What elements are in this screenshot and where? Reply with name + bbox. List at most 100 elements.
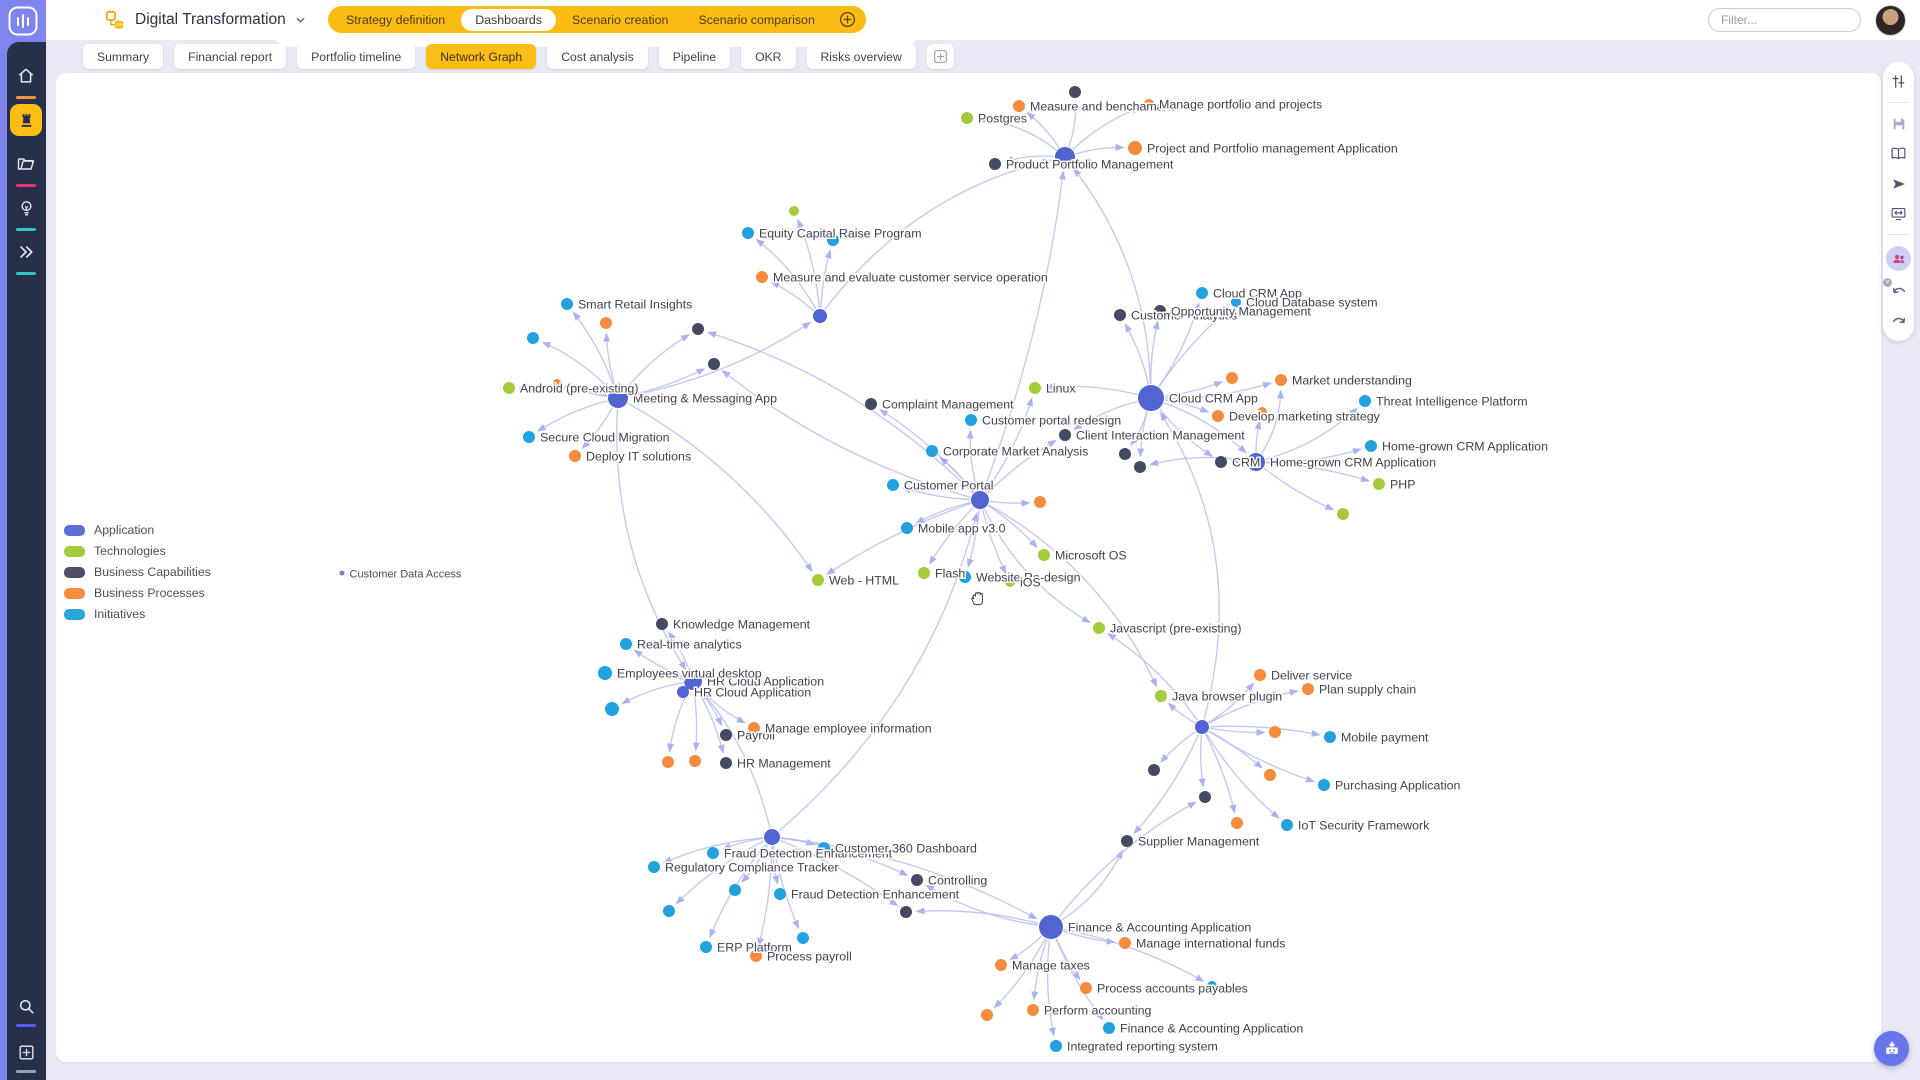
tab-strategy-definition[interactable]: Strategy definition xyxy=(346,12,446,27)
graph-node-eq_hub[interactable] xyxy=(813,309,827,323)
graph-node-ppm_d1[interactable] xyxy=(1069,86,1081,98)
tab-pipeline[interactable]: Pipeline xyxy=(658,44,731,69)
graph-node-hr_o1[interactable] xyxy=(662,756,674,768)
share-button[interactable] xyxy=(1889,174,1908,193)
graph-node-supm[interactable] xyxy=(1121,835,1133,847)
graph-node-hg_g[interactable] xyxy=(1337,508,1349,520)
graph-node-hr_c[interactable] xyxy=(605,702,619,716)
graph-node-psc[interactable] xyxy=(1302,683,1314,695)
graph-node-omgmt[interactable] xyxy=(1154,305,1166,317)
graph-node-dit[interactable] xyxy=(569,450,581,462)
graph-node-iot[interactable] xyxy=(1281,819,1293,831)
graph-node-linux[interactable] xyxy=(1029,382,1041,394)
undo-history-badge[interactable]: ˅ xyxy=(1883,278,1892,287)
graph-node-cma[interactable] xyxy=(926,445,938,457)
graph-node-ccd2[interactable] xyxy=(1134,461,1146,473)
graph-node-jbp[interactable] xyxy=(1155,690,1167,702)
graph-node-fin_o[interactable] xyxy=(981,1009,993,1021)
collaborators-button[interactable] xyxy=(1886,246,1911,271)
user-avatar[interactable] xyxy=(1875,4,1906,36)
graph-node-rct[interactable] xyxy=(648,861,660,873)
graph-node-ctrl[interactable] xyxy=(911,874,923,886)
tab-dashboards[interactable]: Dashboards xyxy=(461,8,556,31)
graph-node-f_c1[interactable] xyxy=(729,884,741,896)
sidebar-item-ideas[interactable] xyxy=(10,192,42,224)
graph-node-web[interactable] xyxy=(812,574,824,586)
tab-cost-analysis[interactable]: Cost analysis xyxy=(547,44,648,69)
tab-network-graph[interactable]: Network Graph xyxy=(426,44,537,69)
graph-node-m_c[interactable] xyxy=(527,332,539,344)
graph-node-cdb[interactable] xyxy=(1231,297,1241,307)
app-logo[interactable] xyxy=(0,0,46,42)
tab-scenario-creation[interactable]: Scenario creation xyxy=(572,12,669,27)
tab-scenario-comparison[interactable]: Scenario comparison xyxy=(698,12,815,27)
graph-node-andr[interactable] xyxy=(503,382,515,394)
assistant-chat-button[interactable] xyxy=(1874,1031,1909,1066)
graph-node-fde2[interactable] xyxy=(774,888,786,900)
graph-node-evd[interactable] xyxy=(598,666,612,680)
graph-node-ds[interactable] xyxy=(1254,669,1266,681)
graph-node-mif[interactable] xyxy=(1119,937,1131,949)
graph-node-scm[interactable] xyxy=(523,431,535,443)
graph-node-c360[interactable] xyxy=(818,842,830,854)
graph-node-hg_init[interactable] xyxy=(1365,440,1377,452)
graph-node-m_d1[interactable] xyxy=(692,323,704,335)
save-button[interactable] xyxy=(1889,114,1908,133)
graph-node-erppl[interactable] xyxy=(700,941,712,953)
graph-node-eq_c[interactable] xyxy=(827,234,839,246)
graph-node-mb[interactable] xyxy=(1013,100,1025,112)
graph-node-tip[interactable] xyxy=(1359,395,1371,407)
graph-node-flash[interactable] xyxy=(918,567,930,579)
graph-node-dms[interactable] xyxy=(1212,410,1224,422)
graph-node-sp_o1[interactable] xyxy=(1269,726,1281,738)
tab-summary[interactable]: Summary xyxy=(83,44,164,69)
graph-node-cc_o1[interactable] xyxy=(1226,372,1238,384)
graph-node-js[interactable] xyxy=(1093,622,1105,634)
graph-node-pay[interactable] xyxy=(720,729,732,741)
sidebar-item-add[interactable] xyxy=(10,1036,42,1068)
tab-okr[interactable]: OKR xyxy=(741,44,796,69)
graph-node-f_c3[interactable] xyxy=(797,932,809,944)
graph-node-ppmc[interactable] xyxy=(989,158,1001,170)
graph-node-mpp[interactable] xyxy=(1144,99,1154,109)
graph-node-hr_o2[interactable] xyxy=(689,755,701,767)
graph-node-mei[interactable] xyxy=(748,722,760,734)
chevron-down-icon[interactable] xyxy=(295,15,306,26)
graph-node-mu[interactable] xyxy=(1275,374,1287,386)
graph-node-erp_hub[interactable] xyxy=(764,829,780,845)
graph-node-fde1[interactable] xyxy=(707,847,719,859)
sidebar-item-strategy[interactable] xyxy=(10,104,42,136)
sidebar-item-more[interactable] xyxy=(10,236,42,268)
graph-node-km[interactable] xyxy=(656,618,668,630)
graph-node-purch[interactable] xyxy=(1318,779,1330,791)
graph-node-f_c2[interactable] xyxy=(663,905,675,917)
graph-node-cim[interactable] xyxy=(1059,429,1071,441)
graph-node-hrm[interactable] xyxy=(720,757,732,769)
graph-node-mpay[interactable] xyxy=(1324,731,1336,743)
graph-node-pap_c[interactable] xyxy=(1207,981,1217,991)
graph-node-rta[interactable] xyxy=(620,638,632,650)
graph-node-cana[interactable] xyxy=(1114,309,1126,321)
sidebar-item-search[interactable] xyxy=(10,990,42,1022)
graph-node-cp_o[interactable] xyxy=(1034,496,1046,508)
graph-node-m_d2[interactable] xyxy=(708,358,720,370)
graph-node-cport[interactable] xyxy=(887,479,899,491)
presentation-button[interactable] xyxy=(1889,204,1908,223)
graph-node-ppm_hub[interactable] xyxy=(1055,147,1075,167)
graph-node-mtax[interactable] xyxy=(995,959,1007,971)
graph-node-f_d1[interactable] xyxy=(900,906,912,918)
tab-portfolio-timeline[interactable]: Portfolio timeline xyxy=(297,44,416,69)
graph-node-ccd1[interactable] xyxy=(1119,448,1131,460)
graph-node-eq_g[interactable] xyxy=(789,206,799,216)
graph-node-mecso[interactable] xyxy=(756,271,768,283)
graph-node-pg[interactable] xyxy=(961,112,973,124)
graph-node-crm[interactable] xyxy=(1215,456,1227,468)
graph-node-sp_d1[interactable] xyxy=(1148,764,1160,776)
graph-node-hg_hub[interactable] xyxy=(1247,453,1265,471)
graph-node-sp_o3[interactable] xyxy=(1231,817,1243,829)
undo-button[interactable]: ˅ xyxy=(1883,278,1908,301)
graph-node-pap[interactable] xyxy=(1080,982,1092,994)
glossary-button[interactable] xyxy=(1889,144,1908,163)
graph-node-ppma[interactable] xyxy=(1128,141,1142,155)
sidebar-item-home[interactable] xyxy=(10,60,42,92)
